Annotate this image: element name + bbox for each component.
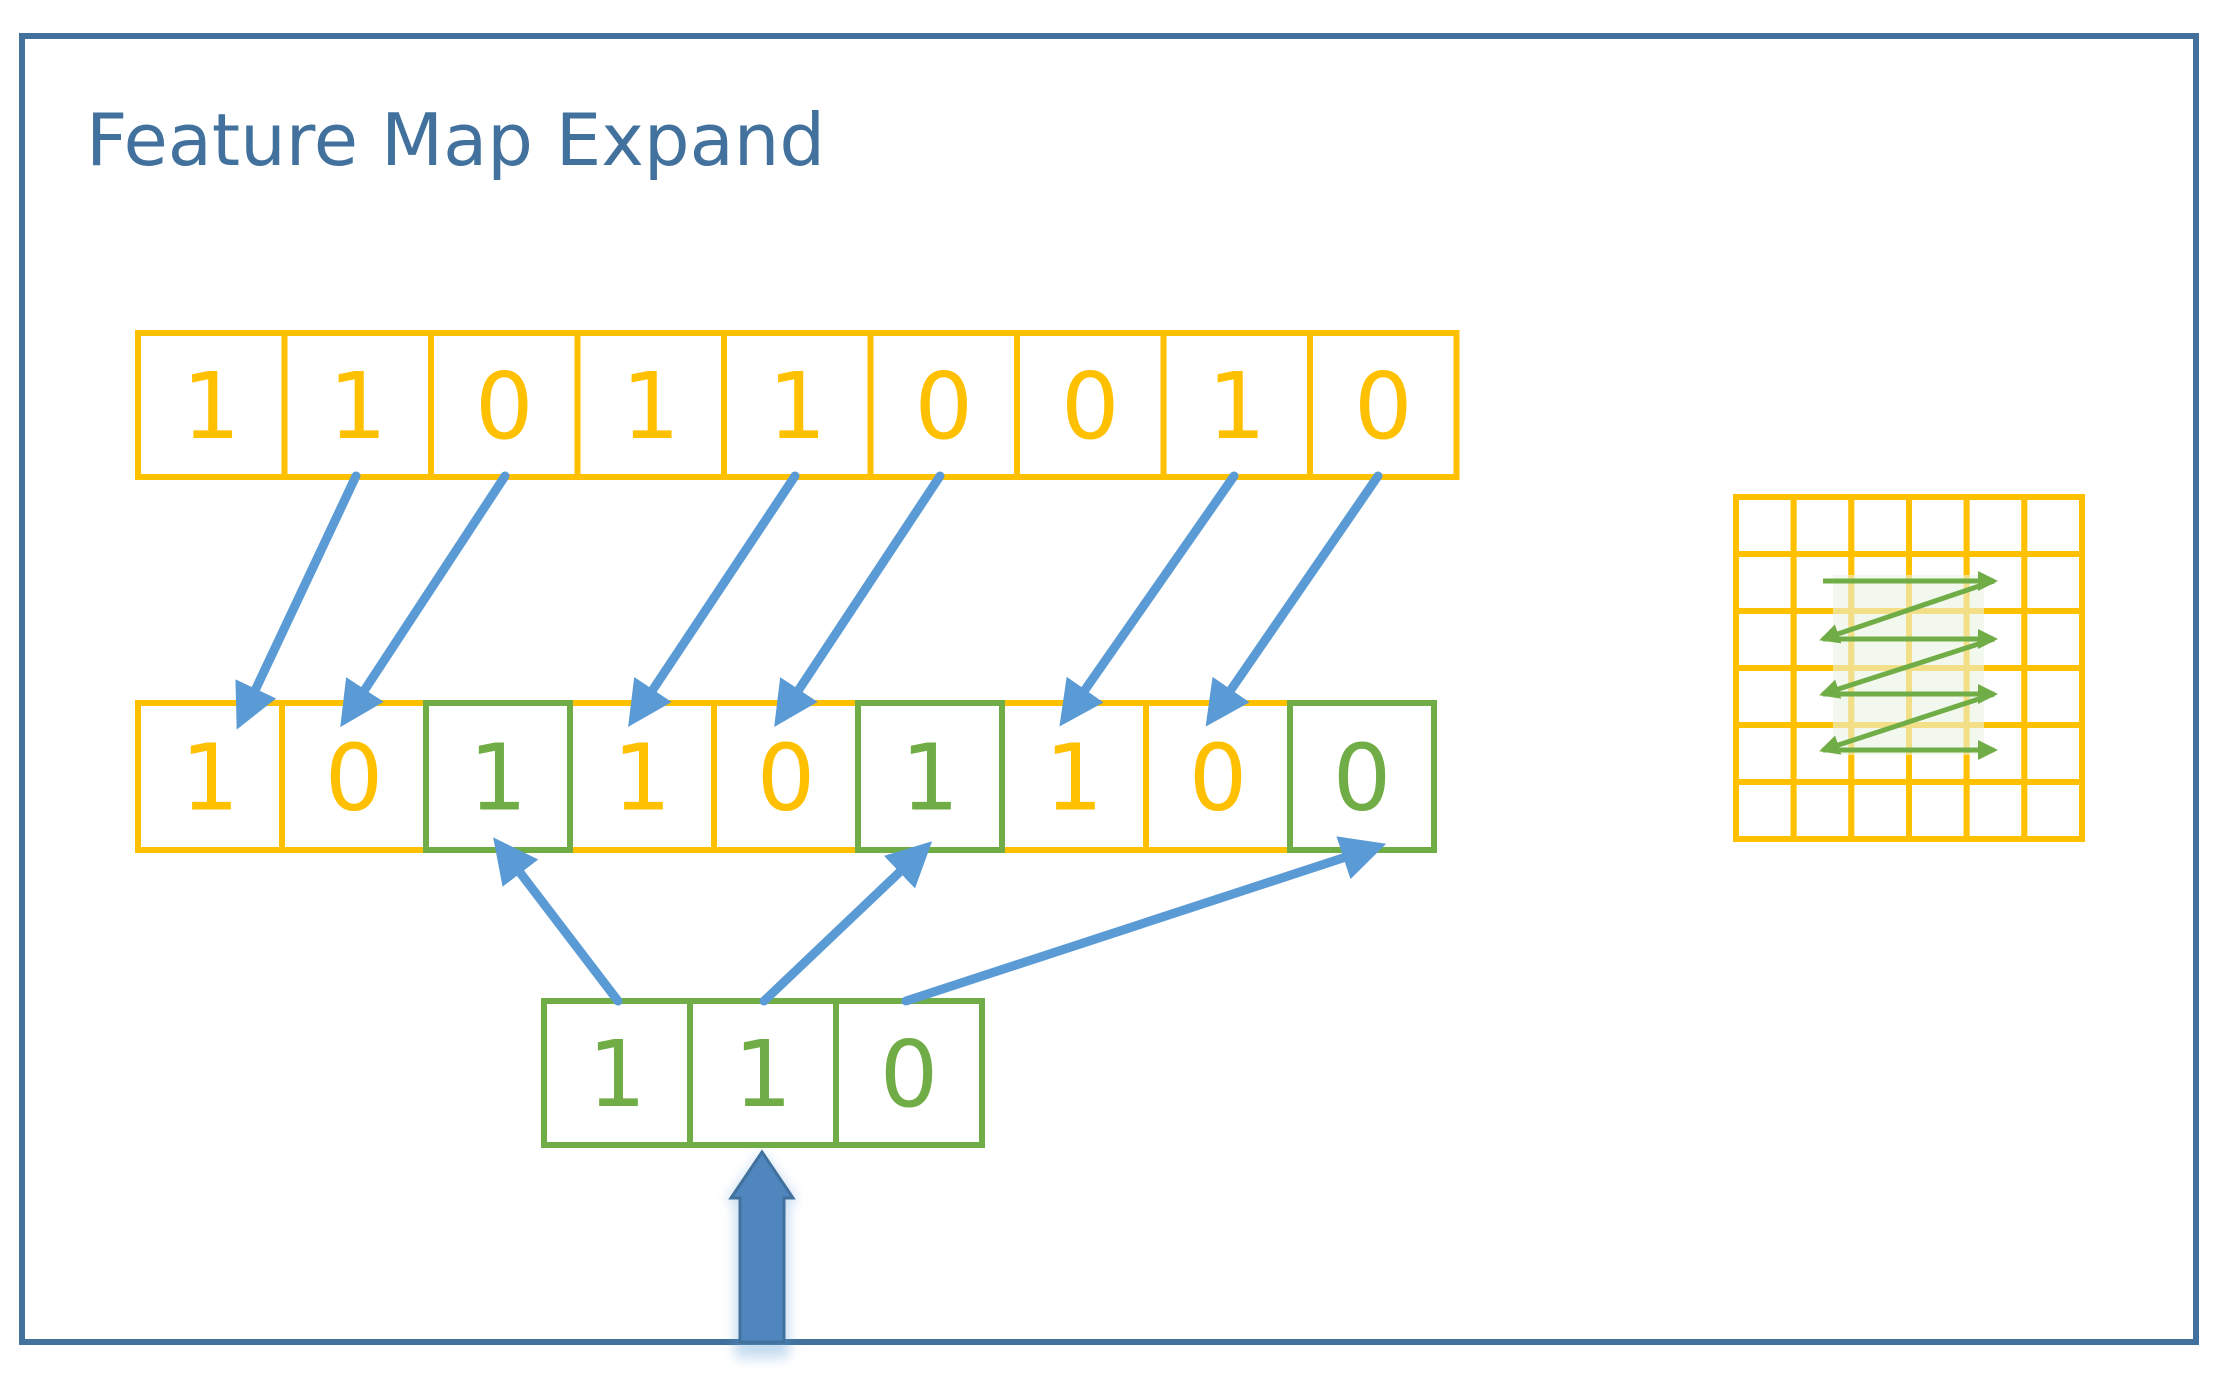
middle-row-cell-box — [1287, 700, 1437, 853]
top-row-cell: 0 — [1307, 330, 1460, 480]
top-row-cell: 1 — [281, 330, 434, 480]
middle-row-cell-box — [423, 700, 573, 853]
bottom-row-cell: 0 — [833, 998, 985, 1148]
bottom-row-cell-value: 1 — [734, 1021, 793, 1128]
grid-cell — [2021, 551, 2086, 614]
middle-row-cell-value: 0 — [325, 725, 384, 832]
top-row-cell-box — [1307, 330, 1460, 480]
top-row-cell-value: 0 — [914, 353, 973, 460]
middle-row-cell-box — [567, 700, 717, 853]
middle-row-cell-value: 0 — [1333, 725, 1392, 832]
grid-cell — [1848, 779, 1913, 842]
grid-cell — [2021, 779, 2086, 842]
middle-row-cell: 0 — [711, 700, 861, 853]
top-row-cell-box — [721, 330, 874, 480]
top-row-cell-value: 1 — [621, 353, 680, 460]
bottom-row-cell-value: 1 — [588, 1021, 647, 1128]
grid-cell — [1790, 779, 1855, 842]
middle-row-cell-box — [279, 700, 429, 853]
middle-row-cell-value: 0 — [757, 725, 816, 832]
top-row-cell: 1 — [135, 330, 288, 480]
grid-cell — [1733, 665, 1797, 728]
mapping-arrow — [774, 471, 945, 728]
middle-row-cell-value: 1 — [613, 725, 672, 832]
scan-return-line — [1819, 691, 1995, 755]
middle-row-cell-value: 0 — [1189, 725, 1248, 832]
top-row-cell-value: 1 — [768, 353, 827, 460]
bottom-row-cell: 1 — [541, 998, 693, 1148]
top-row-cell: 1 — [721, 330, 874, 480]
mapping-arrow — [1059, 471, 1239, 727]
zigzag-scan-path — [1819, 571, 1998, 760]
input-arrow — [725, 1149, 799, 1358]
grid-cell — [2021, 665, 2086, 728]
grid-cell — [1848, 494, 1913, 557]
middle-row-cell-value: 1 — [469, 725, 528, 832]
top-row-cell-value: 1 — [328, 353, 387, 460]
mapping-arrow — [901, 836, 1387, 1006]
diagram-title: Feature Map Expand — [86, 98, 825, 182]
middle-row-cell: 0 — [1143, 700, 1293, 853]
grid-cell — [1906, 494, 1970, 557]
top-row-cell-box — [135, 330, 288, 480]
middle-row-cell: 0 — [279, 700, 429, 853]
middle-row-cell: 1 — [855, 700, 1005, 853]
bottom-row-cell-box — [541, 998, 693, 1148]
grid-cell — [1906, 779, 1970, 842]
grid-cell — [2021, 494, 2086, 557]
mapping-arrow — [1205, 471, 1383, 727]
bottom-row-cell-value: 0 — [880, 1021, 939, 1128]
mapping-arrow — [759, 841, 933, 1006]
grid-cell — [1733, 779, 1797, 842]
middle-row-cell-value: 1 — [181, 725, 240, 832]
top-row-cell: 0 — [867, 330, 1020, 480]
top-row-cell-box — [574, 330, 727, 480]
top-row-cell-value: 0 — [1354, 353, 1413, 460]
grid-cell — [1733, 608, 1797, 671]
top-row-cell-value: 0 — [1061, 353, 1120, 460]
middle-row-cell: 1 — [567, 700, 717, 853]
middle-row-cell: 1 — [135, 700, 285, 853]
top-row-cell-value: 0 — [475, 353, 534, 460]
grid-cell — [1733, 722, 1797, 785]
top-row-cell: 0 — [428, 330, 581, 480]
grid-cell — [1963, 779, 2028, 842]
top-row-cell: 1 — [574, 330, 727, 480]
middle-row-cell: 1 — [423, 700, 573, 853]
grid-cell — [1790, 494, 1855, 557]
arrows-layer — [235, 471, 1387, 1006]
mapping-arrow — [340, 471, 510, 728]
scan-return-line — [1819, 636, 1995, 699]
top-row-cell-box — [1014, 330, 1167, 480]
bottom-row-cell: 1 — [687, 998, 839, 1148]
mapping-arrow — [493, 837, 623, 1006]
mapping-arrow — [235, 471, 361, 730]
top-row-cell: 0 — [1014, 330, 1167, 480]
middle-row-cell: 0 — [1287, 700, 1437, 853]
grid-cell — [1733, 494, 1797, 557]
grid-cell — [2021, 608, 2086, 671]
middle-row-cell-value: 1 — [1045, 725, 1104, 832]
grid-cell — [2021, 722, 2086, 785]
top-row-cell: 1 — [1160, 330, 1313, 480]
scan-return-line — [1819, 578, 1995, 644]
middle-row-cell-value: 1 — [901, 725, 960, 832]
grid-cell — [1733, 551, 1797, 614]
grid-cell — [1963, 494, 2028, 557]
middle-row-cell: 1 — [999, 700, 1149, 853]
top-row-cell-value: 1 — [182, 353, 241, 460]
top-row-cell-value: 1 — [1207, 353, 1266, 460]
mapping-arrow — [628, 471, 800, 727]
